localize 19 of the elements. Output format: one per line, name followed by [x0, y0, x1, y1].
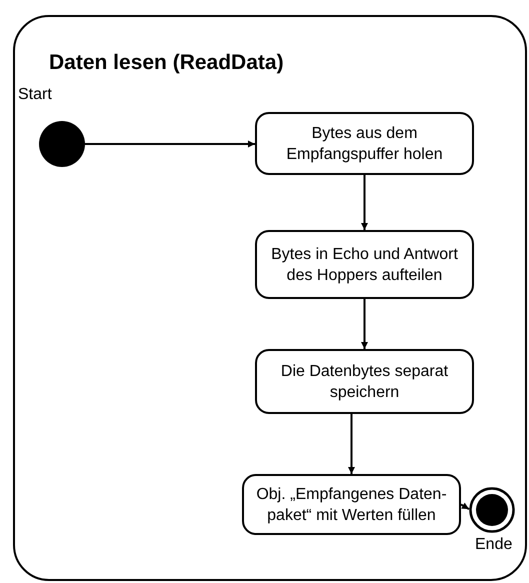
action-box: [255, 230, 474, 299]
action-text: Obj. „Empfangenes Daten- paket“ mit Werten füllen: [255, 484, 448, 526]
action-box: [255, 349, 474, 414]
start-node: [39, 121, 85, 167]
activity-frame: [13, 15, 527, 581]
end-node: [469, 487, 515, 533]
arrow: [460, 502, 470, 510]
arrow: [348, 414, 355, 474]
arrow: [361, 175, 368, 230]
action-box: [255, 112, 474, 175]
node-label: Ende: [475, 536, 512, 554]
action-text: Die Datenbytes separat speichern: [280, 362, 450, 402]
action-text: Bytes in Echo und Antwort des Hoppers aufteilen: [270, 244, 459, 286]
frame-label: Daten lesen (ReadData): [49, 51, 284, 75]
node-label: Start: [18, 86, 52, 104]
arrow: [85, 140, 255, 148]
action-text: Bytes aus dem Empfangspuffer holen: [285, 124, 444, 164]
action-box: [242, 474, 461, 535]
arrow: [361, 299, 368, 349]
